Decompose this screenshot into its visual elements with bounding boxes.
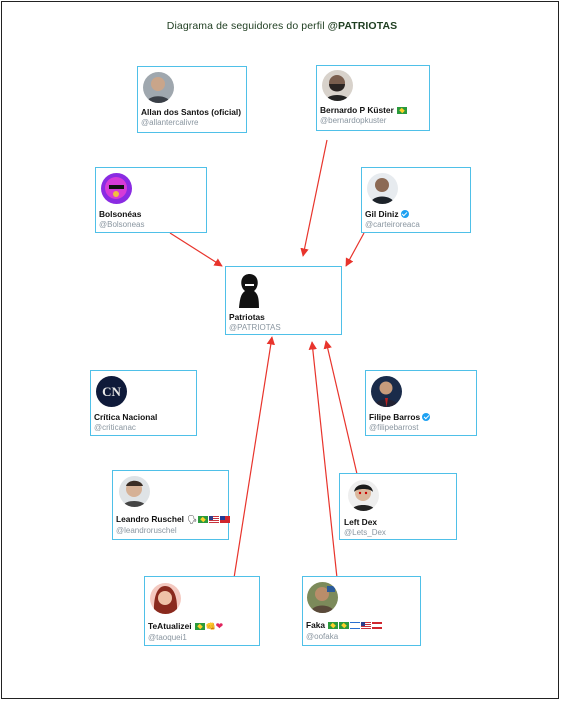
follower-card-teatualizei[interactable]: TeAtualizei👊❤ @taoquei1	[144, 576, 260, 646]
follower-card-bolsoneas[interactable]: Bolsonéas @Bolsoneas	[95, 167, 207, 233]
follower-handle: @leandroruschel	[116, 526, 177, 535]
arrow-teatualizei	[233, 336, 275, 579]
verified-badge-icon	[400, 210, 409, 218]
follower-name: TeAtualizei👊❤	[148, 621, 224, 631]
follower-card-bernardo[interactable]: Bernardo P Küster @bernardopkuster	[316, 65, 430, 131]
brazil-flag-icon	[339, 622, 350, 629]
follower-card-critica[interactable]: CN Crítica Nacional @criticanac	[90, 370, 197, 436]
title-text: Diagrama de seguidores do perfil	[166, 20, 328, 32]
bernardo-avatar-icon	[322, 70, 353, 101]
lebanon-flag-icon	[372, 622, 383, 629]
svg-text:CN: CN	[102, 384, 121, 399]
taiwan-flag-icon	[220, 516, 231, 523]
follower-card-leandro[interactable]: Leandro Ruschel🗣 @leandroruschel	[112, 470, 231, 540]
brazil-flag-icon	[198, 516, 209, 523]
follower-name: Faka	[306, 620, 383, 630]
follower-handle: @bernardopkuster	[320, 116, 387, 125]
arrow-bernardo	[300, 139, 328, 257]
follower-handle: @taoquei1	[148, 633, 187, 642]
filipe-avatar-icon	[371, 376, 402, 407]
follower-name: Leandro Ruschel🗣	[116, 514, 231, 524]
follower-card-gil[interactable]: Gil Diniz @carteiroreaca	[361, 167, 471, 233]
gil-avatar-icon	[367, 173, 398, 204]
center-handle: @PATRIOTAS	[229, 323, 281, 332]
brazil-flag-icon	[328, 622, 339, 629]
arrow-leftdex	[323, 340, 358, 475]
follower-name: Allan dos Santos (oficial)	[141, 107, 242, 117]
leftdex-avatar-icon	[348, 480, 379, 511]
follower-name: Left Dex	[344, 517, 378, 527]
follower-card-allan[interactable]: Allan dos Santos (oficial) @allantercali…	[137, 66, 247, 133]
title-handle: @PATRIOTAS	[327, 20, 398, 32]
diagram-title: Diagrama de seguidores do perfil @PATRIO…	[0, 20, 564, 32]
heart-icon: ❤	[215, 621, 224, 631]
center-profile-card[interactable]: Patriotas @PATRIOTAS	[225, 266, 342, 335]
follower-name: Filipe Barros	[369, 412, 431, 422]
leandro-avatar-icon	[119, 476, 150, 507]
center-name: Patriotas	[229, 312, 265, 322]
brazil-flag-icon	[396, 107, 407, 114]
follower-handle: @criticanac	[94, 423, 136, 432]
follower-name: Gil Diniz	[365, 209, 409, 219]
allan-avatar-icon	[143, 72, 174, 103]
teatualizei-avatar-icon	[150, 583, 181, 614]
follower-handle: @Lets_Dex	[344, 528, 386, 537]
follower-handle: @filipebarrost	[369, 423, 419, 432]
bolsonaro-silhouette-icon	[231, 272, 264, 308]
follower-name: Bolsonéas	[99, 209, 142, 219]
follower-handle: @Bolsoneas	[99, 220, 145, 229]
israel-flag-icon	[350, 622, 361, 629]
fist-icon: 👊	[205, 622, 216, 631]
usa-flag-icon	[361, 622, 372, 629]
arrow-faka	[308, 341, 338, 579]
arrow-bolsoneas	[169, 232, 223, 267]
bolsoneas-avatar-icon	[101, 173, 132, 204]
faka-avatar-icon	[307, 582, 338, 613]
follower-card-leftdex[interactable]: Left Dex @Lets_Dex	[339, 473, 457, 540]
follower-name: Crítica Nacional	[94, 412, 158, 422]
follower-card-filipe[interactable]: Filipe Barros @filipebarrost	[365, 370, 477, 436]
follower-handle: @allantercalivre	[141, 118, 199, 127]
brazil-flag-icon	[194, 623, 205, 630]
follower-handle: @oofaka	[306, 632, 339, 641]
speaking-head-icon: 🗣	[186, 515, 198, 524]
follower-card-faka[interactable]: Faka @oofaka	[302, 576, 421, 646]
follower-handle: @carteiroreaca	[365, 220, 420, 229]
arrow-gil	[345, 232, 365, 267]
verified-badge-icon	[422, 413, 431, 421]
usa-flag-icon	[209, 516, 220, 523]
follower-name: Bernardo P Küster	[320, 105, 407, 115]
cn-logo-icon: CN	[96, 376, 127, 407]
